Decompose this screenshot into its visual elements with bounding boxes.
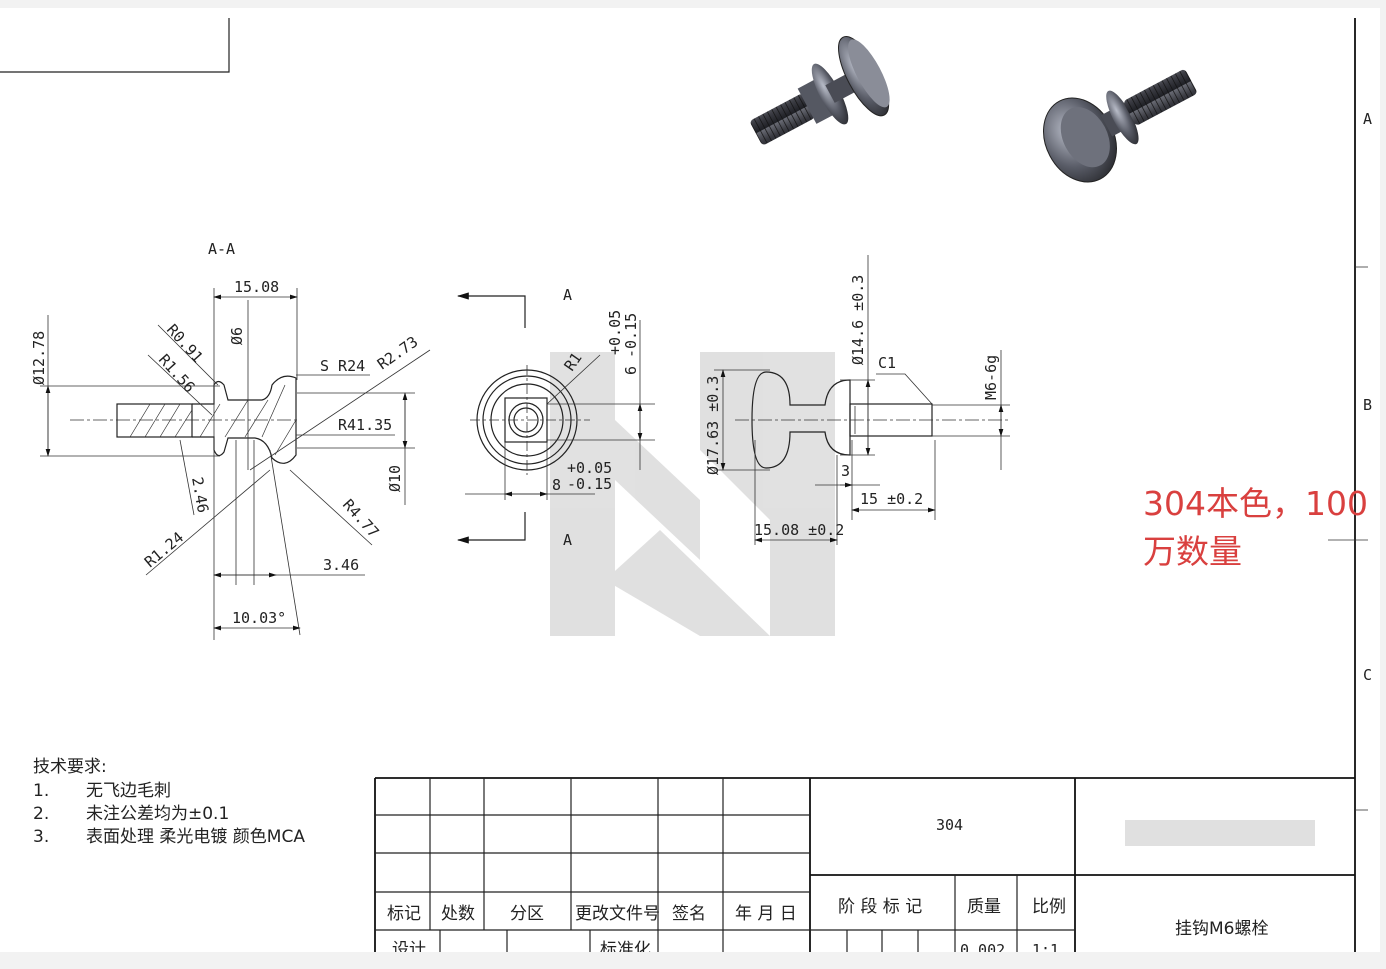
- watermark-logo: [550, 352, 835, 636]
- tech-requirements: 技术要求: 1. 无飞边毛刺 2. 未注公差均为±0.1 3. 表面处理 柔光电…: [33, 757, 305, 847]
- tb-header-count: 处数: [441, 904, 475, 924]
- annotation-line-2: 万数量: [1143, 532, 1242, 571]
- front-view: [456, 292, 655, 544]
- section-view-a-a: [40, 288, 431, 640]
- tb-mass-label: 质量: [967, 897, 1001, 917]
- dim-c1: C1: [878, 354, 896, 372]
- dim-15-08: 15.08: [234, 278, 279, 296]
- dim-3-46: 3.46: [323, 556, 359, 574]
- tb-header-signature: 签名: [672, 904, 706, 924]
- dim-d6: Ø6: [228, 327, 246, 345]
- dim-sr24: S R24: [320, 357, 365, 375]
- tb-header-change-doc: 更改文件号: [575, 904, 660, 924]
- dim-sq-8-tol-lower: -0.15: [567, 475, 612, 493]
- paper: [0, 8, 1380, 952]
- dim-15-08-tol: 15.08 ±0.2: [754, 521, 844, 539]
- zone-letter-c: C: [1363, 666, 1372, 684]
- zone-letter-b: B: [1363, 396, 1372, 414]
- blurred-company-name: [1125, 820, 1315, 846]
- dim-2-46: 2.46: [188, 476, 212, 515]
- dim-d17-63: Ø17.63 ±0.3: [704, 376, 722, 475]
- tb-stage-label: 阶 段 标 记: [838, 897, 922, 917]
- title-block: [374, 777, 1355, 952]
- dim-hole-6: 6: [622, 366, 640, 375]
- tech-req-text: 未注公差均为±0.1: [86, 804, 229, 824]
- tech-req-title: 技术要求:: [33, 757, 107, 777]
- section-marker-top: A: [563, 286, 572, 304]
- dim-sq-8: 8: [552, 476, 561, 494]
- dim-sq-8-tol-upper: +0.05: [567, 459, 612, 477]
- dim-3: 3: [841, 462, 850, 480]
- tb-material: 304: [936, 816, 963, 834]
- tech-req-num: 1.: [33, 781, 49, 801]
- tb-part-name: 挂钩M6螺栓: [1175, 919, 1268, 939]
- bolt-render-left: [750, 36, 890, 145]
- zone-letter-a: A: [1363, 110, 1372, 128]
- annotation-line-1: 304本色，100: [1143, 484, 1368, 523]
- dim-angle: 10.03°: [232, 609, 286, 627]
- dim-d12-78: Ø12.78: [30, 331, 48, 385]
- tb-header-mark: 标记: [387, 904, 421, 924]
- bottom-edge: [0, 952, 1386, 969]
- tech-req-text: 无飞边毛刺: [86, 781, 171, 801]
- tb-scale-label: 比例: [1032, 897, 1066, 917]
- dim-m6-6g: M6-6g: [982, 355, 1000, 400]
- tb-header-date: 年 月 日: [735, 904, 797, 924]
- side-view: [714, 255, 1010, 545]
- tech-req-num: 3.: [33, 827, 49, 847]
- sheet-border: [0, 18, 1368, 952]
- dim-d14-6: Ø14.6 ±0.3: [849, 275, 867, 365]
- dim-hole-6-tol-lower: -0.15: [622, 313, 640, 358]
- bolt-render-right: [1043, 69, 1197, 183]
- section-marker-bottom: A: [563, 531, 572, 549]
- dim-d10: Ø10: [386, 465, 404, 492]
- tech-req-num: 2.: [33, 804, 49, 824]
- dim-hole-6-tol-upper: +0.05: [606, 310, 624, 355]
- dim-r41-35: R41.35: [338, 416, 392, 434]
- dim-15: 15 ±0.2: [860, 490, 923, 508]
- section-label: A-A: [208, 240, 235, 258]
- tb-header-zone: 分区: [510, 904, 544, 924]
- tech-req-text: 表面处理 柔光电镀 颜色MCA: [86, 827, 305, 847]
